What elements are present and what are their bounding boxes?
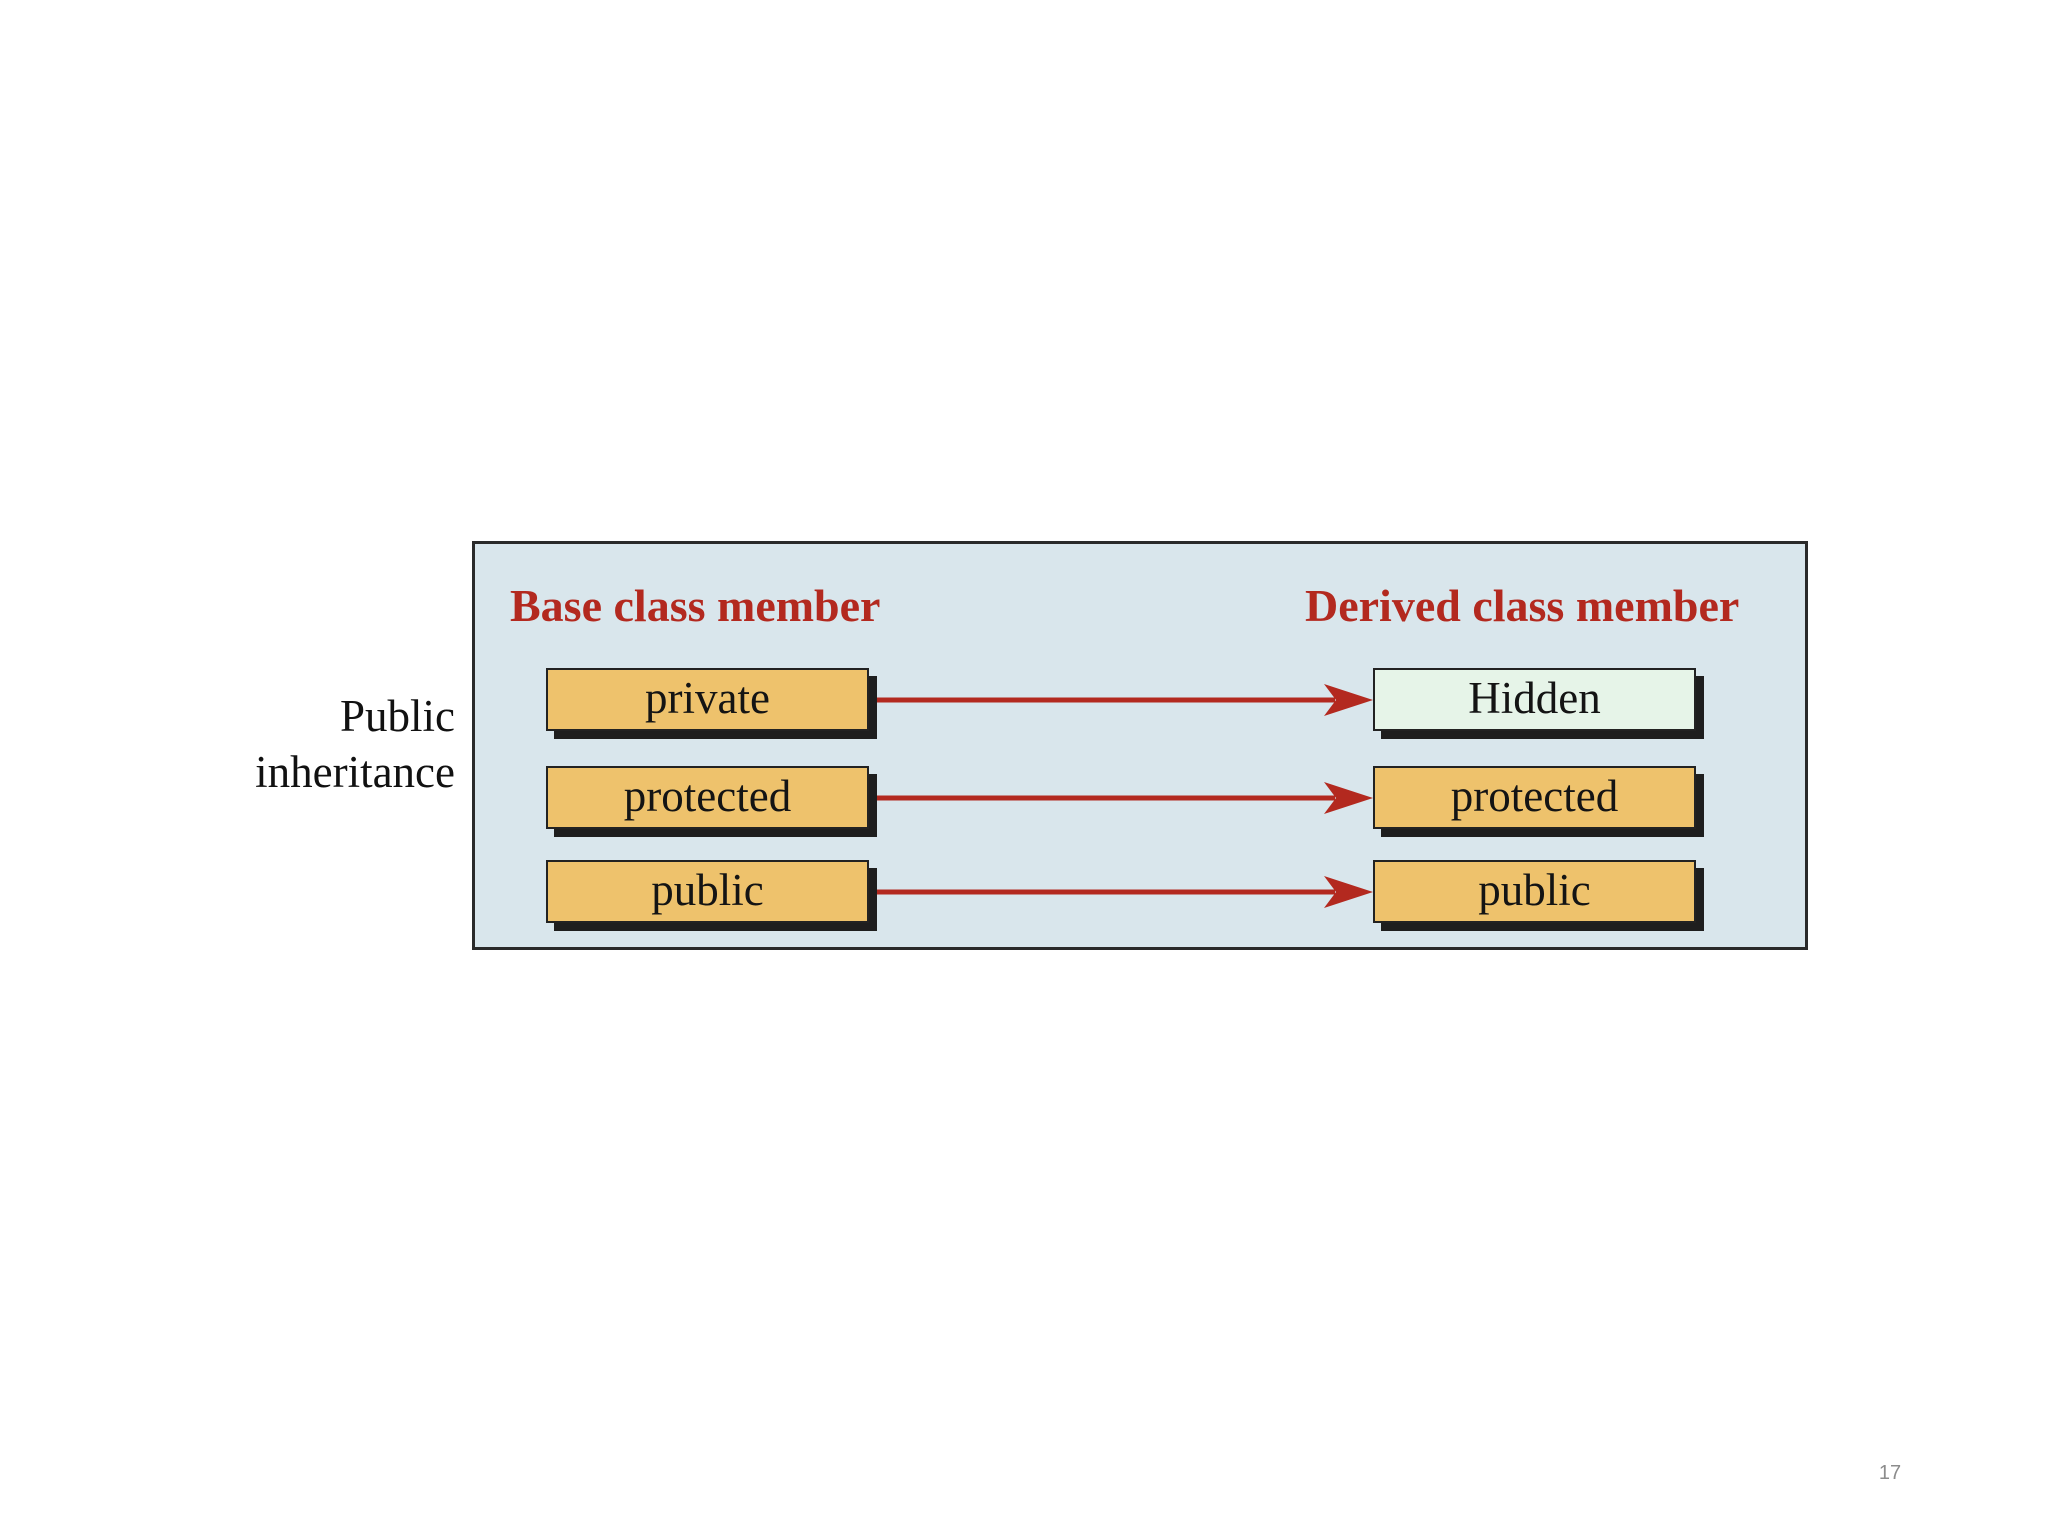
slide-page-number: 17 — [1878, 1462, 1902, 1484]
base-member-private-box: private — [546, 668, 869, 731]
inheritance-type-line-2: inheritance — [255, 747, 455, 797]
base-class-heading: Base class member — [510, 580, 881, 631]
base-member-protected-box: protected — [546, 766, 869, 829]
base-member-public-box: public — [546, 860, 869, 923]
derived-member-hidden-box: Hidden — [1373, 668, 1696, 731]
derived-class-heading: Derived class member — [1305, 580, 1740, 631]
derived-member-public-box: public — [1373, 860, 1696, 923]
inheritance-type-label: Public inheritance — [180, 688, 455, 800]
inheritance-type-line-1: Public — [339, 691, 455, 741]
derived-member-protected-box: protected — [1373, 766, 1696, 829]
